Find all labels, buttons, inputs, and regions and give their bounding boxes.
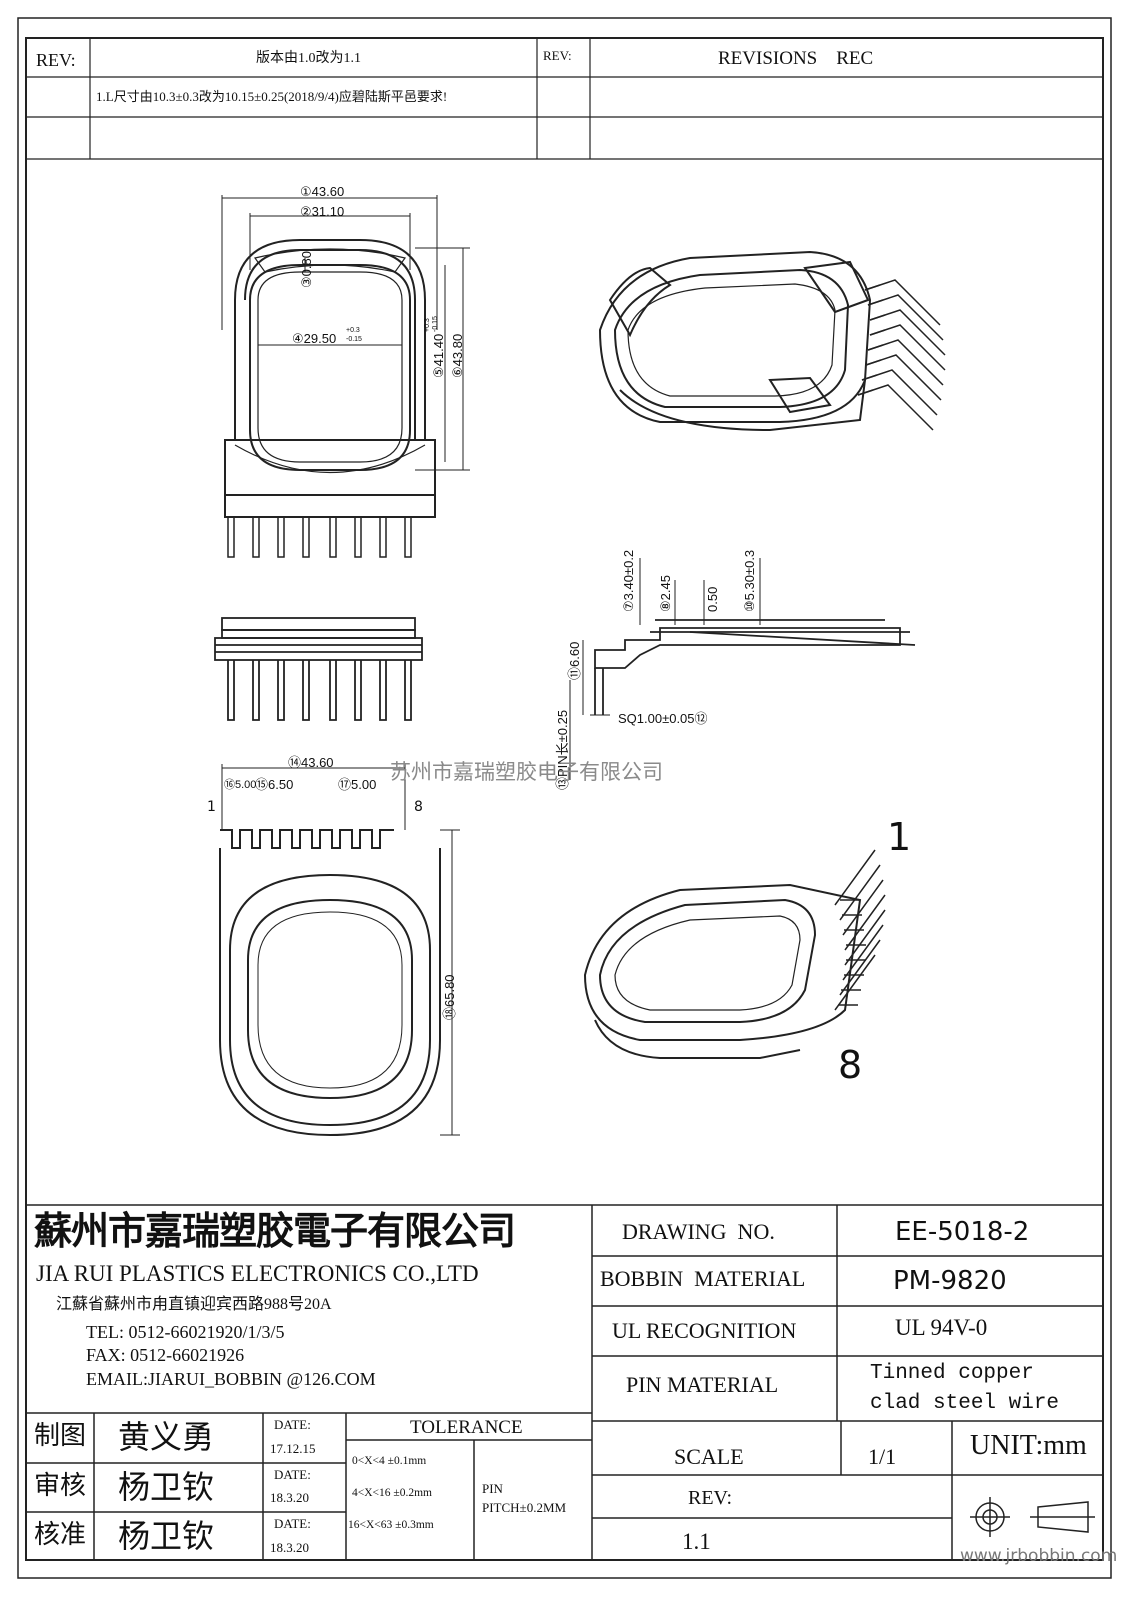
top-view [224,239,436,518]
pin-label-first: 1 [207,799,216,815]
signoff-name-draw: 黄义勇 [118,1419,215,1455]
signoff-date-label-review: DATE: [274,1467,311,1482]
dim-8: ⑧2.45 [658,575,673,612]
dim-4: ④29.50 [292,331,337,346]
tolerance-pin-label: PIN [482,1481,503,1496]
signoff-date-draw: 17.12.15 [270,1441,316,1456]
pin-material-label: PIN MATERIAL [626,1372,779,1397]
signoff-role-draw: 制图 [34,1421,87,1450]
signoff-date-label-approve: DATE: [274,1516,311,1531]
signoff-date-label-draw: DATE: [274,1417,311,1432]
isometric-view-bottom [583,883,862,1059]
company-email: EMAIL:JIARUI_BOBBIN @126.COM [86,1369,376,1389]
dim-14: ⑭43.60 [288,755,334,770]
iso-pin-label-first: 1 [887,815,912,859]
signoff-name-approve: 杨卫钦 [118,1518,215,1554]
signoff-date-approve: 18.3.20 [270,1540,309,1555]
company-name-en: JIA RUI PLASTICS ELECTRONICS CO.,LTD [36,1261,479,1286]
bobbin-material-value: PM-9820 [893,1266,1007,1296]
pin-material-line2: clad steel wire [870,1392,1060,1415]
scale-label: SCALE [674,1444,744,1469]
top-view-pins [227,517,412,558]
side-view [590,619,916,716]
dim-1: ①43.60 [300,184,345,199]
drawing-no-label: DRAWING NO. [622,1219,775,1244]
top-view-dimension-lines [221,195,470,471]
dim-5-tol-minus: -0.15 [432,316,439,332]
pin-label-last: 8 [414,799,423,815]
dim-18: ⑱65.80 [442,974,457,1020]
dim-17: ⑰5.00 [338,777,377,792]
signoff-role-review: 审核 [34,1471,87,1500]
isometric-view-bottom-pins [834,849,886,1011]
unit-label: UNIT:mm [970,1430,1087,1461]
ul-recognition-value: UL 94V-0 [895,1315,988,1340]
dim-15: ⑮6.50 [255,777,294,792]
isometric-view-top-pins [857,279,946,431]
bobbin-material-label: BOBBIN MATERIAL [600,1266,806,1291]
signoff-date-review: 18.3.20 [270,1490,309,1505]
dim-9: 0.50 [705,586,720,612]
rev-label-right: REV: [543,48,572,63]
company-name-cn: 蘇州市嘉瑞塑胶電子有限公司 [34,1211,516,1253]
footer-url[interactable]: www.jrbobbin.com [960,1546,1118,1566]
dim-4-tol-minus: -0.15 [346,336,362,343]
tolerance-row-1: 0<X<4 ±0.1mm [352,1455,427,1467]
dim-2: ②31.10 [300,204,345,219]
drawing-no-value: EE-5018-2 [895,1217,1030,1247]
dim-12: SQ1.00±0.05⑫ [618,711,708,726]
dim-16: ⑯5.00 [224,779,257,791]
company-fax: FAX: 0512-66021926 [86,1345,245,1365]
scale-value: 1/1 [868,1444,897,1469]
dim-4-tol-plus: +0.3 [346,327,360,334]
title-block-lines [26,1204,1103,1560]
company-tel: TEL: 0512-66021920/1/3/5 [86,1322,285,1342]
dim-3: ③0.80 [299,251,314,288]
revision-row2-text: 1.L尺寸由10.3±0.3改为10.15±0.25(2018/9/4)应碧陆斯… [96,89,448,104]
dim-5: ⑤41.40 [431,333,446,378]
rev-label: REV: [688,1487,733,1509]
rev-value: 1.1 [682,1529,711,1554]
rev-label-left: REV: [36,50,76,70]
dim-6: ⑥43.80 [450,333,465,378]
dim-5-tol-plus: +0.3 [424,318,431,332]
dim-10: ⑩5.30±0.3 [742,549,757,612]
tolerance-pin-pitch: PITCH±0.2MM [482,1500,567,1515]
iso-pin-label-last: 8 [838,1043,863,1087]
signoff-role-approve: 核准 [34,1520,87,1549]
revision-row1-text: 版本由1.0改为1.1 [256,51,361,66]
tolerance-header: TOLERANCE [410,1417,523,1438]
tolerance-row-3: 16<X<63 ±0.3mm [348,1519,434,1531]
signoff-name-review: 杨卫钦 [118,1469,215,1505]
front-view [214,617,423,721]
revision-table-lines [26,38,1103,160]
revisions-header: REVISIONS REC [718,48,874,69]
isometric-view-top [598,250,872,432]
projection-symbol-icon [970,1497,1095,1537]
dim-7: ⑦3.40±0.2 [621,549,636,612]
tolerance-row-2: 4<X<16 ±0.2mm [352,1487,432,1499]
company-address: 江蘇省蘇州市甪直镇迎宾西路988号20A [56,1296,332,1313]
ul-recognition-label: UL RECOGNITION [612,1318,797,1343]
pin-material-line1: Tinned copper [870,1362,1034,1385]
dim-11: ⑪6.60 [567,641,582,680]
bottom-view [219,764,460,1137]
watermark-text: 苏州市嘉瑞塑胶电子有限公司 [390,760,663,784]
side-view-dimension-lines [569,558,761,780]
